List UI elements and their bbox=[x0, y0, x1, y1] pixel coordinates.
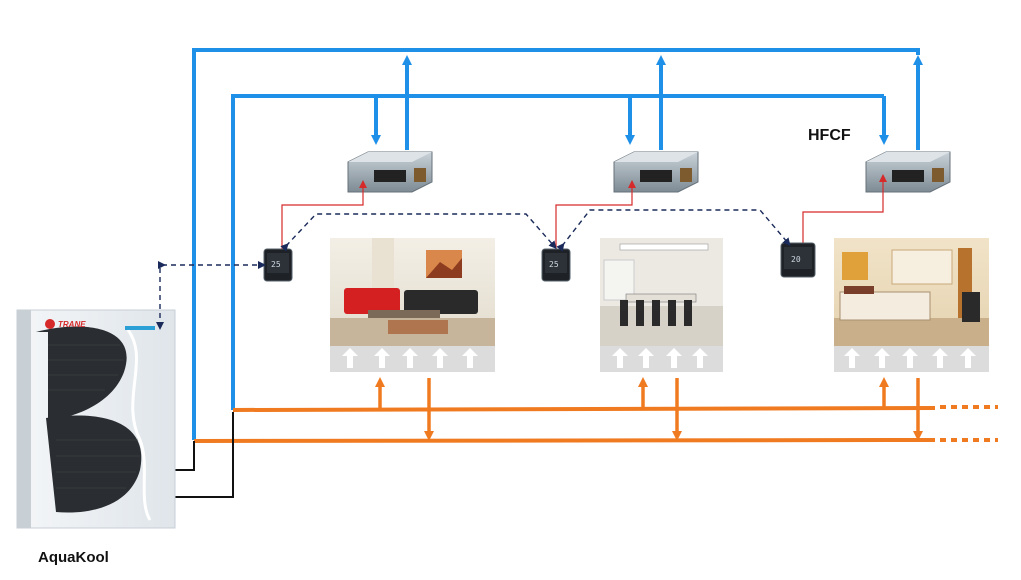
ctrl-t1-to-t2 bbox=[280, 213, 557, 252]
outdoor-unit: TRANE bbox=[16, 309, 176, 529]
brand-logo: TRANE bbox=[58, 320, 86, 329]
indoor-unit-2 bbox=[613, 151, 699, 193]
indoor-unit-3 bbox=[865, 151, 951, 193]
ctrl-t2-to-t3 bbox=[556, 209, 791, 252]
airflow-room3 bbox=[844, 348, 976, 368]
airflow-arrows bbox=[342, 348, 976, 368]
thermostat-3-readout: 20 bbox=[791, 255, 801, 264]
thermostat-2-readout: 25 bbox=[549, 260, 559, 269]
airflow-room1 bbox=[342, 348, 478, 368]
pipe-stub-upper bbox=[166, 412, 234, 498]
thermostat-1: 25 bbox=[263, 248, 293, 282]
supply-water-pipes bbox=[192, 48, 920, 440]
supply-header-outer bbox=[192, 48, 920, 440]
thermostat-to-unit-links bbox=[281, 174, 887, 250]
control-network bbox=[156, 209, 791, 330]
airflow-room2 bbox=[612, 348, 708, 368]
return-branch-arrows bbox=[375, 377, 923, 441]
link-2 bbox=[555, 180, 636, 250]
hfcf-label: HFCF bbox=[808, 127, 851, 144]
thermostat-3: 20 bbox=[780, 242, 816, 278]
outdoor-unit-connections bbox=[166, 412, 234, 498]
return-water-pipes bbox=[193, 405, 998, 443]
thermostat-2: 25 bbox=[541, 248, 571, 282]
return-header-lower bbox=[193, 438, 936, 443]
indoor-unit-1 bbox=[347, 151, 433, 193]
link-3 bbox=[802, 174, 887, 243]
thermostat-1-readout: 25 bbox=[271, 260, 281, 269]
return-header-upper bbox=[232, 406, 936, 412]
fan-grille-top bbox=[36, 326, 127, 420]
supply-header-inner bbox=[231, 94, 884, 410]
room-bedroom bbox=[834, 238, 989, 372]
link-1 bbox=[281, 180, 367, 250]
supply-branch-arrows bbox=[371, 55, 923, 150]
outdoor-unit-label: AquaKool bbox=[38, 549, 109, 566]
